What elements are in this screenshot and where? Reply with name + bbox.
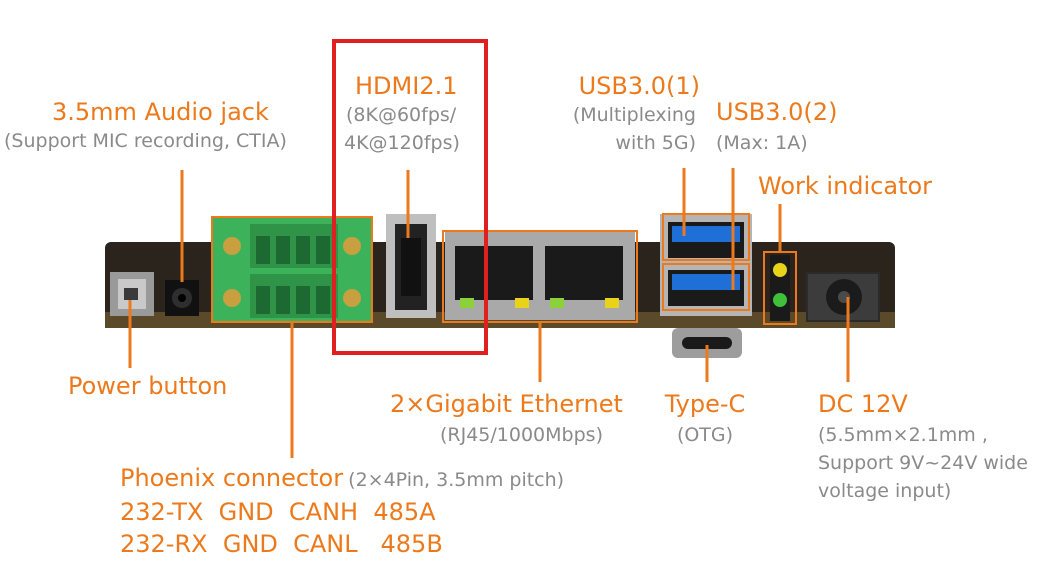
phoenix-title-line: Phoenix connector (2×4Pin, 3.5mm pitch) bbox=[120, 464, 564, 492]
audio-title: 3.5mm Audio jack bbox=[52, 98, 269, 126]
typec-component bbox=[672, 328, 742, 358]
usb2-outline bbox=[662, 263, 750, 311]
dc-sub-line2: Support 9V~24V wide bbox=[818, 452, 1028, 474]
usb1-sub-line2: with 5G) bbox=[615, 132, 696, 154]
power-button-component bbox=[110, 272, 154, 316]
typec-title: Type-C bbox=[664, 390, 746, 418]
hdmi-spec-line2: 4K@120fps) bbox=[344, 132, 460, 154]
led-component bbox=[770, 255, 790, 321]
phoenix-pin-row2: 232-RX GND CANL 485B bbox=[120, 530, 443, 558]
typec-subtitle: (OTG) bbox=[676, 424, 734, 446]
hdmi-highlight-box bbox=[332, 39, 488, 355]
ethernet-title: 2×Gigabit Ethernet bbox=[390, 390, 623, 418]
phoenix-title: Phoenix connector bbox=[120, 464, 344, 492]
usb1-sub-line1: (Multiplexing bbox=[572, 104, 696, 126]
hdmi-title: HDMI2.1 bbox=[355, 72, 458, 100]
usb1-outline bbox=[662, 213, 750, 261]
dc-title: DC 12V bbox=[818, 390, 908, 418]
ethernet-subtitle: (RJ45/1000Mbps) bbox=[440, 424, 603, 446]
hdmi-component bbox=[386, 214, 436, 318]
audio-subtitle: (Support MIC recording, CTIA) bbox=[4, 130, 287, 152]
usb1-title: USB3.0(1) bbox=[578, 72, 700, 100]
phoenix-connector-component bbox=[212, 218, 372, 322]
usb2-title: USB3.0(2) bbox=[716, 98, 838, 126]
dc-sub-line3: voltage input) bbox=[818, 480, 952, 502]
dc-jack-component bbox=[806, 272, 880, 322]
work-indicator-title: Work indicator bbox=[758, 172, 933, 200]
dc-sub-line1: (5.5mm×2.1mm , bbox=[818, 424, 988, 446]
power-button-title: Power button bbox=[68, 372, 228, 400]
phoenix-subtitle: (2×4Pin, 3.5mm pitch) bbox=[348, 469, 565, 491]
phoenix-pin-row1: 232-TX GND CANH 485A bbox=[120, 498, 436, 526]
ethernet-component bbox=[445, 232, 635, 320]
hdmi-spec-line1: (8K@60fps/ bbox=[346, 104, 457, 126]
audio-jack-component bbox=[165, 280, 199, 316]
usb2-subtitle: (Max: 1A) bbox=[716, 132, 808, 154]
